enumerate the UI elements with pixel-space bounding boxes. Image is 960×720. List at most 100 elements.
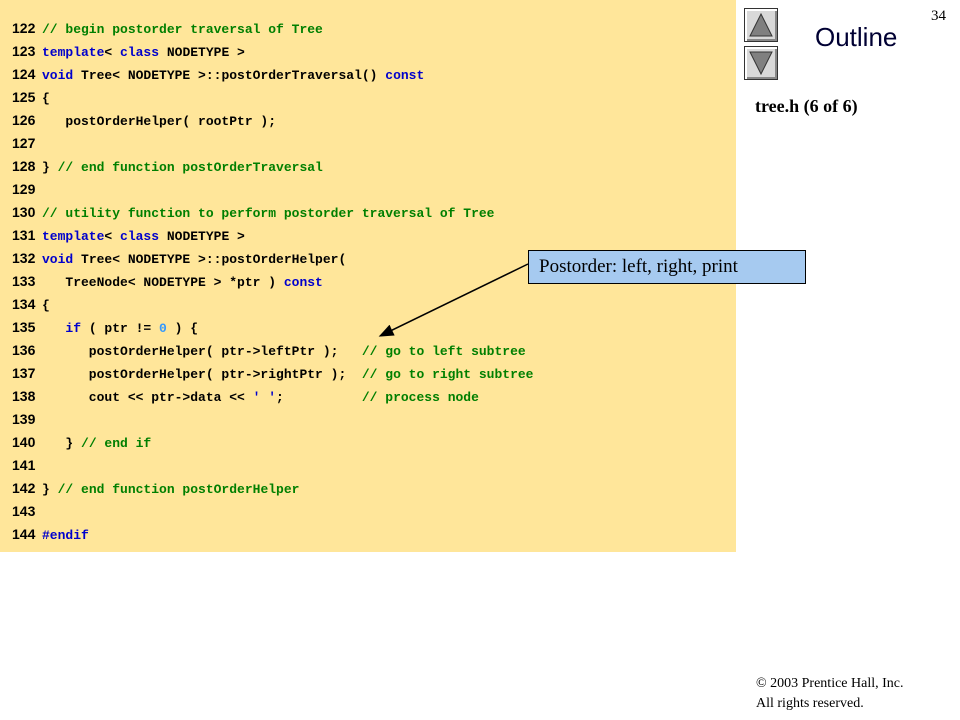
code-token: } [42, 436, 82, 451]
code-comment: // end function postOrderHelper [57, 482, 300, 497]
code-keyword: void [42, 68, 74, 83]
code-comment: // process node [361, 390, 479, 405]
code-text: } // end function postOrderTraversal [42, 160, 323, 175]
line-number: 132 [12, 250, 36, 266]
line-number: 125 [12, 89, 36, 105]
code-comment: // utility function to perform postorder… [42, 206, 495, 221]
callout-box: Postorder: left, right, print [528, 250, 806, 284]
code-token: TreeNode< NODETYPE > *ptr ) [42, 275, 284, 290]
line-number: 128 [12, 158, 36, 174]
code-text: } // end function postOrderHelper [42, 482, 299, 497]
code-token: cout << ptr->data << [42, 390, 253, 405]
code-token [42, 321, 65, 336]
next-slide-button[interactable] [744, 46, 778, 80]
code-keyword: class [120, 45, 160, 60]
code-token: NODETYPE > [159, 229, 245, 244]
code-line: 134 { [12, 293, 50, 315]
line-number: 134 [12, 296, 36, 312]
line-number: 143 [12, 503, 36, 519]
code-line: 143 [12, 500, 42, 522]
line-number: 123 [12, 43, 36, 59]
code-text: postOrderHelper( ptr->rightPtr ); // go … [42, 367, 534, 382]
code-text: #endif [42, 528, 89, 543]
code-keyword: if [65, 321, 82, 336]
code-token: ( ptr != [81, 321, 160, 336]
rights-line: All rights reserved. [756, 696, 864, 711]
code-line: 137 postOrderHelper( ptr->rightPtr ); //… [12, 362, 534, 384]
code-line: 132 void Tree< NODETYPE >::postOrderHelpe… [12, 247, 346, 269]
line-number: 138 [12, 388, 36, 404]
code-token: postOrderHelper( rootPtr ); [42, 114, 277, 129]
line-number: 126 [12, 112, 36, 128]
code-token: Tree< NODETYPE >::postOrderTraversal() [73, 68, 386, 83]
code-comment: // begin postorder traversal of Tree [42, 22, 323, 37]
code-comment: // end if [81, 436, 152, 451]
file-label: tree.h (6 of 6) [755, 96, 858, 116]
line-number: 130 [12, 204, 36, 220]
line-number: 141 [12, 457, 36, 473]
code-token: Tree< NODETYPE >::postOrderHelper( [73, 252, 347, 267]
code-line: 127 [12, 132, 42, 154]
code-token: < [104, 229, 121, 244]
line-number: 127 [12, 135, 36, 151]
code-number: 0 [159, 321, 167, 336]
code-keyword: const [385, 68, 425, 83]
code-text: postOrderHelper( rootPtr ); [42, 114, 276, 129]
code-text: void Tree< NODETYPE >::postOrderHelper( [42, 252, 346, 267]
code-line: 128} // end function postOrderTraversal [12, 155, 323, 177]
code-comment: // end function postOrderTraversal [57, 160, 323, 175]
code-token: } [42, 482, 58, 497]
code-token: ) { [166, 321, 199, 336]
code-keyword: ' ' [252, 390, 277, 405]
code-token: { [42, 298, 50, 313]
code-line: 122// begin postorder traversal of Tree [12, 17, 323, 39]
code-line: 141 [12, 454, 42, 476]
code-line: 126 postOrderHelper( rootPtr ); [12, 109, 276, 131]
code-token: ; [276, 390, 362, 405]
code-line: 133 TreeNode< NODETYPE > *ptr ) const [12, 270, 323, 292]
page-number: 34 [931, 8, 946, 24]
code-keyword: template [42, 45, 105, 60]
code-text: if ( ptr != 0 ) { [42, 321, 198, 336]
line-number: 135 [12, 319, 36, 335]
code-line: 130 // utility function to perform postor… [12, 201, 494, 223]
code-token: } [42, 160, 58, 175]
code-text: // utility function to perform postorder… [42, 206, 494, 221]
code-text: postOrderHelper( ptr->leftPtr ); // go t… [42, 344, 526, 359]
line-number: 142 [12, 480, 36, 496]
code-text: { [42, 91, 50, 106]
code-line: 138 cout << ptr->data << ' '; // process… [12, 385, 479, 407]
code-token: postOrderHelper( ptr->leftPtr ); [42, 344, 362, 359]
code-line: 124 void Tree< NODETYPE >::postOrderTrave… [12, 63, 424, 85]
line-number: 137 [12, 365, 36, 381]
code-line: 135 if ( ptr != 0 ) { [12, 316, 198, 338]
line-number: 139 [12, 411, 36, 427]
code-line: 131 template< class NODETYPE > [12, 224, 245, 246]
code-text: cout << ptr->data << ' '; // process nod… [42, 390, 479, 405]
code-token: { [42, 91, 50, 106]
line-number: 124 [12, 66, 36, 82]
code-comment: // go to right subtree [361, 367, 534, 382]
code-keyword: void [42, 252, 74, 267]
code-line: 144 #endif [12, 523, 89, 545]
code-line: 142} // end function postOrderHelper [12, 477, 299, 499]
code-token: postOrderHelper( ptr->rightPtr ); [42, 367, 362, 382]
code-token: < [104, 45, 121, 60]
code-text: // begin postorder traversal of Tree [42, 22, 323, 37]
code-keyword: template [42, 229, 105, 244]
line-number: 131 [12, 227, 36, 243]
code-text: } // end if [42, 436, 151, 451]
code-line: 140 } // end if [12, 431, 151, 453]
code-token: NODETYPE > [159, 45, 245, 60]
code-line: 136 postOrderHelper( ptr->leftPtr ); // … [12, 339, 526, 361]
code-keyword: class [120, 229, 160, 244]
copyright-notice: © 2003 Prentice Hall, Inc. All rights re… [756, 674, 904, 714]
code-text: void Tree< NODETYPE >::postOrderTraversa… [42, 68, 424, 83]
outline-title[interactable]: Outline [815, 22, 898, 52]
code-keyword: #endif [42, 528, 89, 543]
line-number: 144 [12, 526, 36, 542]
previous-slide-button[interactable] [744, 8, 778, 42]
line-number: 129 [12, 181, 36, 197]
line-number: 136 [12, 342, 36, 358]
code-text: TreeNode< NODETYPE > *ptr ) const [42, 275, 322, 290]
